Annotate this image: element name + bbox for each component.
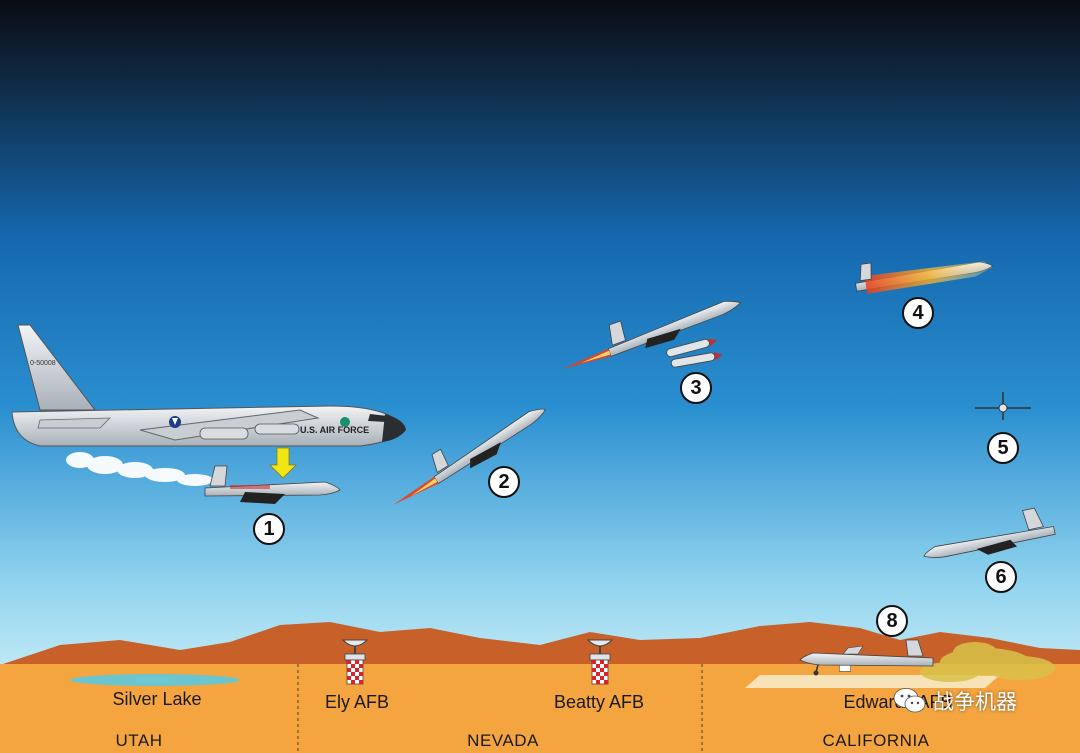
step-badge-4: 4 <box>902 297 934 329</box>
b52-tail-number: 0-50008 <box>30 360 56 367</box>
step-badge-2: 2 <box>488 466 520 498</box>
x15-released <box>204 465 341 504</box>
contrail <box>66 452 213 486</box>
sky <box>0 0 1080 680</box>
base-label-silver-lake: Silver Lake <box>112 689 202 709</box>
ely-radar-station <box>341 639 369 685</box>
step-number: 5 <box>997 436 1009 459</box>
x15-tank-jettison <box>562 300 742 369</box>
b52-fuselage-text: U.S. AIR FORCE <box>300 425 369 435</box>
x15-head-on <box>975 392 1031 420</box>
step-badge-6: 6 <box>985 561 1017 593</box>
step-badge-5: 5 <box>987 432 1019 464</box>
base-label-ely-afb: Ely AFB <box>324 692 390 712</box>
step-number: 2 <box>498 470 510 493</box>
wechat-icon <box>893 688 926 713</box>
base-label-beatty-afb: Beatty AFB <box>553 692 645 712</box>
release-arrow <box>269 447 297 479</box>
watermark: 战争机器 <box>893 686 1017 716</box>
watermark-text: 战争机器 <box>933 690 1017 714</box>
state-label-nevada: NEVADA <box>467 731 539 750</box>
x15-apex <box>855 261 994 294</box>
step-badge-3: 3 <box>680 372 712 404</box>
x15-climbing <box>392 408 547 505</box>
step-number: 3 <box>690 376 702 399</box>
step-number: 8 <box>886 609 898 632</box>
x15-landed <box>799 639 934 676</box>
landing-dust-cloud <box>920 642 1055 682</box>
state-label-utah: UTAH <box>115 731 163 750</box>
step-badge-1: 1 <box>253 513 285 545</box>
state-label-california: CALIFORNIA <box>822 731 930 750</box>
step-badge-8: 8 <box>876 605 908 637</box>
step-number: 6 <box>995 565 1007 588</box>
b52-mothership <box>11 324 406 479</box>
silver-lake <box>70 674 240 686</box>
jettisoned-tanks <box>666 338 723 368</box>
step-number: 1 <box>263 517 275 540</box>
beatty-radar-station <box>586 639 614 685</box>
step-number: 4 <box>912 301 924 324</box>
x15-glide <box>923 507 1056 558</box>
